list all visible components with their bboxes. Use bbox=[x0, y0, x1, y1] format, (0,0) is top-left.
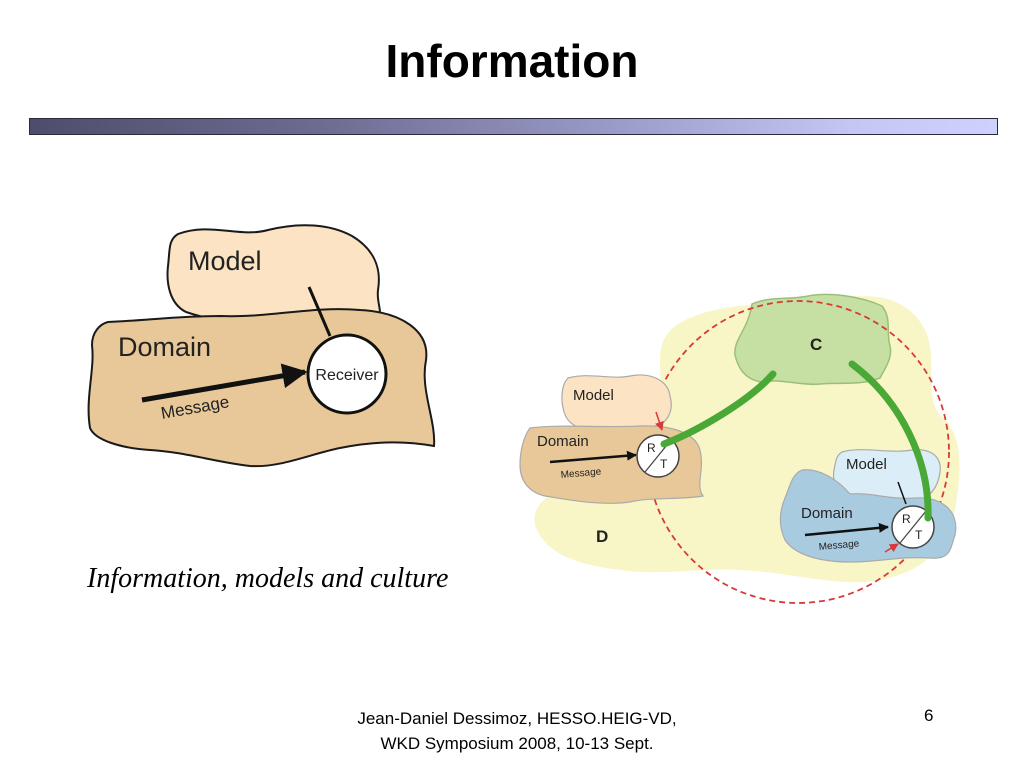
agent2-message-arrow bbox=[804, 522, 889, 537]
footer-author-line: Jean-Daniel Dessimoz, HESSO.HEIG-VD, bbox=[357, 709, 677, 728]
agent1-domain-label: Domain bbox=[537, 433, 589, 450]
agent1-message-label: Message bbox=[560, 466, 602, 481]
agent1-r-label: R bbox=[647, 441, 656, 455]
left-diagram: Model Domain Message Receiver bbox=[87, 224, 436, 468]
culture-link-agent2 bbox=[848, 360, 932, 522]
page-number: 6 bbox=[924, 706, 934, 725]
culture-link-agent1 bbox=[660, 370, 777, 448]
agent2-rt-divider bbox=[899, 510, 927, 544]
agent2-t-label: T bbox=[915, 528, 923, 542]
message-arrow bbox=[141, 363, 308, 403]
slide-title: Information bbox=[385, 35, 639, 87]
agent2-r-label: R bbox=[902, 512, 911, 526]
agent2-domain-label: Domain bbox=[801, 505, 853, 522]
receiver-label: Receiver bbox=[315, 367, 379, 384]
model-to-receiver-line bbox=[307, 286, 332, 337]
right-diagram: Model Domain Message R T Model Domain Me… bbox=[519, 293, 960, 604]
slide-footer: Jean-Daniel Dessimoz, HESSO.HEIG-VD, WKD… bbox=[312, 706, 722, 756]
receiver-circle bbox=[306, 333, 388, 415]
footer-event-line: WKD Symposium 2008, 10-13 Sept. bbox=[380, 734, 654, 753]
agent1-message-arrow bbox=[549, 450, 637, 464]
agent1-model-link bbox=[655, 411, 664, 431]
figure-caption: Information, models and culture bbox=[87, 563, 449, 594]
left-model-label: Model bbox=[188, 246, 262, 276]
agent2-model-label: Model bbox=[846, 456, 887, 473]
agent2-model-link bbox=[884, 543, 899, 553]
left-domain-label: Domain bbox=[118, 332, 211, 362]
agent2-message-label: Message bbox=[818, 538, 860, 553]
agent1-t-label: T bbox=[660, 457, 668, 471]
culture-label: C bbox=[810, 335, 822, 354]
shared-domain-label: D bbox=[596, 527, 608, 546]
title-underline-bar bbox=[29, 118, 998, 135]
agent2-model-to-rt-line bbox=[897, 481, 907, 505]
agent1-model-label: Model bbox=[573, 387, 614, 404]
